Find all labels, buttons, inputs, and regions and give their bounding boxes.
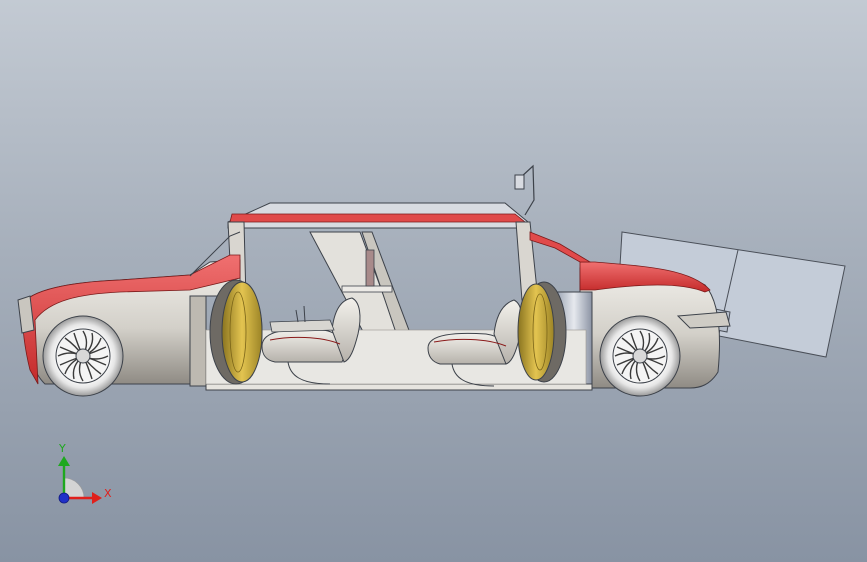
front-wheel (42, 315, 124, 397)
rear-door-open (517, 281, 567, 383)
triad-y-label: Y (59, 442, 66, 455)
triad-x-label: X (104, 487, 112, 500)
front-door-open (209, 279, 263, 385)
roof-frame (227, 164, 535, 229)
rear-seat (427, 299, 523, 387)
front-seat (261, 297, 361, 385)
rear-wheel (599, 315, 681, 397)
z-axis-dot (58, 492, 70, 504)
coordinate-triad (58, 456, 102, 504)
